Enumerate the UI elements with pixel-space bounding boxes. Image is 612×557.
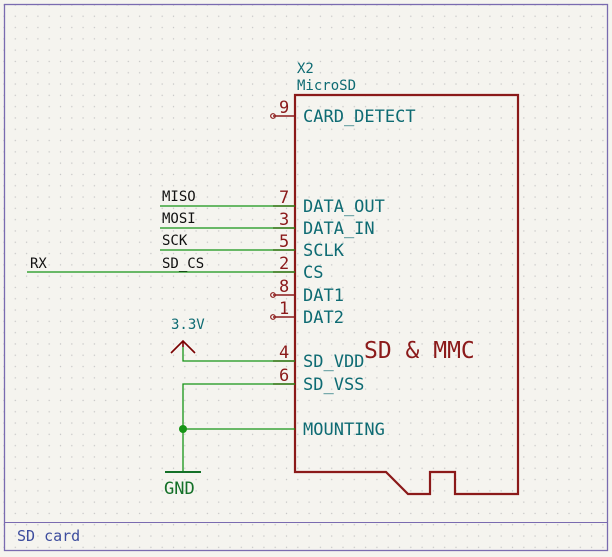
- pin-name-sd-vss: SD_VSS: [303, 375, 364, 395]
- wire-junction: [179, 425, 187, 433]
- pin-number-sd-vdd: 4: [279, 343, 289, 363]
- sheet-label: SD card: [17, 527, 80, 545]
- pin-name-sd-vdd: SD_VDD: [303, 352, 364, 372]
- component-body-text: SD & MMC: [364, 338, 475, 364]
- pin-number-dat1: 8: [279, 277, 289, 297]
- pin-name-data-in: DATA_IN: [303, 219, 375, 239]
- unconnected-pin-marker-dat1: [270, 292, 276, 298]
- pin-number-data-in: 3: [279, 210, 289, 230]
- pin-name-card-detect: CARD_DETECT: [303, 107, 416, 127]
- wire-vss[interactable]: [182, 383, 295, 472]
- net-label-mosi[interactable]: MOSI: [162, 211, 196, 227]
- pin-name-data-out: DATA_OUT: [303, 197, 385, 217]
- pin-number-sclk: 5: [279, 232, 289, 252]
- unconnected-pin-marker-dat2: [270, 314, 276, 320]
- wires: [27, 205, 295, 472]
- net-label-rx[interactable]: RX: [30, 256, 47, 272]
- component-reference: X2: [297, 61, 314, 77]
- pin-name-dat2: DAT2: [303, 308, 344, 328]
- pin-number-card-detect: 9: [279, 98, 289, 118]
- ground-label: GND: [164, 479, 195, 499]
- pin-number-data-out: 7: [279, 188, 289, 208]
- power-label: 3.3V: [171, 317, 205, 333]
- pin-name-dat1: DAT1: [303, 286, 344, 306]
- component-body[interactable]: [293, 93, 520, 496]
- pin-number-sd-vss: 6: [279, 366, 289, 386]
- power-symbol-3v3[interactable]: 3.3V: [170, 317, 205, 354]
- pin-name-mounting: MOUNTING: [303, 420, 385, 440]
- net-label-miso[interactable]: MISO: [162, 189, 196, 205]
- ground-symbol[interactable]: GND: [164, 471, 201, 499]
- component-value: MicroSD: [297, 78, 356, 94]
- pin-number-dat2: 1: [279, 299, 289, 319]
- pin-name-cs: CS: [303, 263, 323, 283]
- net-label-sd-cs[interactable]: SD_CS: [162, 256, 204, 272]
- pin-number-cs: 2: [279, 254, 289, 274]
- sheet-frame: [3, 3, 609, 552]
- pin-name-sclk: SCLK: [303, 241, 345, 261]
- net-label-sck[interactable]: SCK: [162, 233, 188, 249]
- wire-vdd[interactable]: [182, 347, 295, 362]
- unconnected-pin-marker-card-detect: [270, 113, 276, 119]
